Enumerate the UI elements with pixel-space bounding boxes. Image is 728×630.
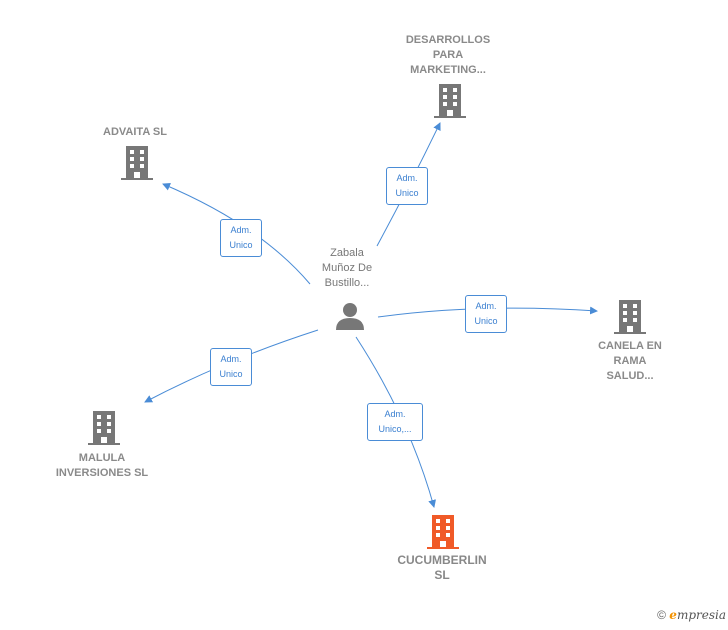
company-label-desarrollos[interactable]: DESARROLLOS PARA MARKETING... [405, 34, 491, 76]
edge-badge-malula[interactable]: Adm. Unico [210, 348, 252, 386]
building-icon[interactable] [614, 300, 646, 334]
center-person-label: Zabala Muñoz De Bustillo... [321, 247, 373, 289]
edge-badge-desarrollos[interactable]: Adm. Unico [386, 167, 428, 205]
building-icon[interactable] [88, 411, 120, 445]
building-icon[interactable] [427, 515, 459, 549]
edge-badge-canela[interactable]: Adm. Unico [465, 295, 507, 333]
brand-logo: empresia [669, 608, 726, 622]
edge-badge-advaita[interactable]: Adm. Unico [220, 219, 262, 257]
copyright-symbol: © [657, 608, 666, 622]
company-label-canela[interactable]: CANELA EN RAMA SALUD... [598, 340, 662, 382]
footer-brand: © empresia [657, 608, 726, 622]
building-icon[interactable] [434, 84, 466, 118]
person-icon[interactable] [334, 300, 366, 332]
company-label-cucumberlin[interactable]: CUCUMBERLIN SL [397, 553, 487, 582]
edge-badge-cucumberlin[interactable]: Adm. Unico,... [367, 403, 423, 441]
building-icon[interactable] [121, 146, 153, 180]
company-label-advaita[interactable]: ADVAITA SL [103, 126, 167, 138]
company-label-malula[interactable]: MALULA INVERSIONES SL [55, 452, 149, 479]
